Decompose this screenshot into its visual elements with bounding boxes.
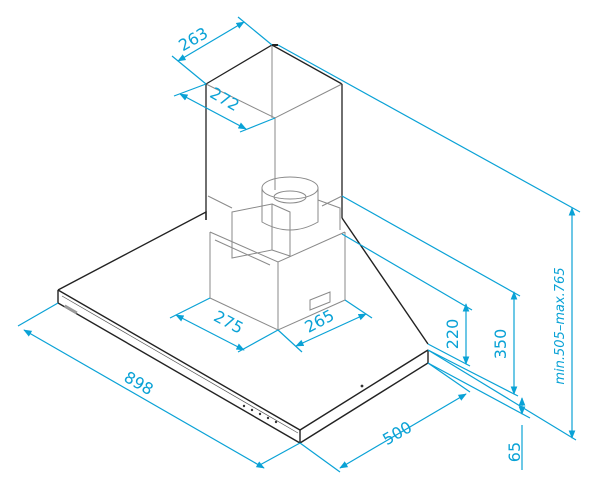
ext-265-a [277,329,303,353]
canopy-back-right [341,217,429,345]
chimney-bottom-left [207,195,233,209]
canopy-glass-edge [57,290,429,444]
ext-350-top [341,195,521,297]
ext-220-bottom [427,343,471,367]
ext-272-b [239,117,276,133]
ext-272-a [173,83,207,97]
label-500: 500 [379,417,415,449]
control-button [250,408,254,412]
label-350: 350 [491,329,510,360]
canopy-top-front [57,289,429,431]
control-button [242,404,246,408]
canopy-back-left [57,210,207,291]
dimension-lines [17,16,581,473]
dim-265 [295,313,367,347]
label-272: 272 [207,83,243,115]
ext-263-a [171,55,207,85]
dim-898 [23,329,265,469]
dim-263 [177,21,245,62]
fan-outlet [273,190,307,204]
brand-logo [63,304,78,315]
chimney [205,44,343,220]
label-265: 265 [301,306,337,337]
ext-263-b [237,16,273,46]
ext-275-b [237,329,279,353]
ext-265-b [344,299,373,319]
control-box [231,203,273,259]
chimney-bottom-right [321,195,343,207]
label-263: 263 [175,23,211,55]
ext-total-bottom [427,349,577,441]
dim-272 [179,93,247,130]
ext-500-a [299,442,341,473]
motor-vent [309,291,331,311]
fan-housing-top [261,176,319,200]
control-button [258,412,262,416]
ext-898-a [17,302,59,327]
control-box-side [271,203,291,257]
status-led [360,384,364,388]
ext-350-bottom [427,349,519,397]
label-total-height: min.505–max.765 [553,267,568,384]
chimney-top-outline [205,44,343,85]
label-275: 275 [211,307,247,338]
ext-65-bottom [427,362,531,419]
ext-898-b [257,442,301,467]
duct-flange [317,199,341,230]
label-220: 220 [443,319,462,350]
label-65: 65 [505,442,524,462]
ext-top-height [277,44,581,213]
dim-500 [339,393,467,469]
label-898: 898 [121,367,157,399]
ext-220-top [341,233,473,311]
control-button [274,420,278,424]
ext-500-b [427,362,471,393]
motor-detail-line [214,239,271,266]
control-button [266,416,270,420]
